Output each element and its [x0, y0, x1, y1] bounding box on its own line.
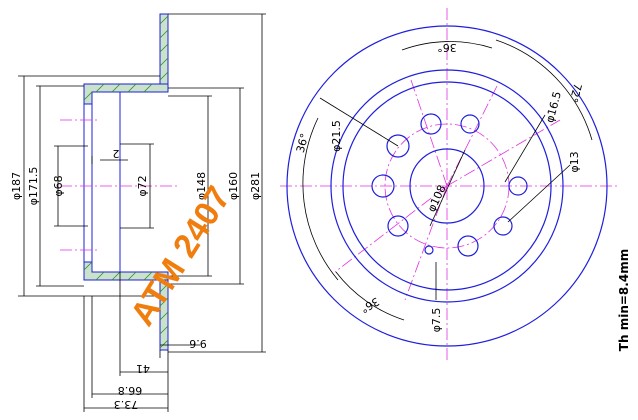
watermark-text: ATM 2407 — [123, 180, 238, 333]
dim-d187: φ187 — [10, 172, 23, 200]
dim-66-8: 66.8 — [118, 384, 143, 397]
dim-d16-5: φ16.5 — [543, 90, 564, 124]
dim-d160: φ160 — [227, 172, 240, 200]
dim-9-6: 9.6 — [189, 337, 207, 350]
bolt-hole-1 — [420, 113, 442, 135]
dim-d21-5: φ21.5 — [330, 120, 343, 152]
side-centerlines — [60, 119, 180, 251]
dim-2: 2 — [113, 147, 120, 160]
dim-d7-5: φ7.5 — [430, 308, 443, 333]
dim-d108: φ108 — [425, 183, 449, 214]
dim-d171-5: φ171.5 — [27, 167, 40, 206]
side-dimension-lines — [18, 13, 266, 412]
bolt-hole-6 — [508, 176, 528, 196]
dim-d72: φ72 — [136, 175, 149, 196]
center-bore — [409, 148, 485, 224]
front-view — [280, 8, 618, 360]
bolt-hole-2 — [460, 114, 480, 134]
angle-72: 72° — [567, 82, 585, 104]
angle-36-left: 36° — [294, 132, 312, 154]
front-dimension-lines — [302, 39, 593, 321]
thickness-note: Th min=8.4mm — [617, 249, 631, 351]
dim-d68: φ68 — [52, 175, 65, 196]
side-section-view — [18, 13, 266, 412]
pin-hole — [424, 245, 434, 255]
dim-41: 41 — [136, 362, 150, 375]
angle-36-top: 36° — [437, 41, 457, 54]
section-hatching — [83, 15, 169, 349]
friction-ring-inner — [330, 69, 564, 303]
dim-73-3: 73.3 — [114, 398, 139, 411]
disc-circles — [286, 25, 608, 347]
bolt-hole-3 — [386, 134, 410, 158]
front-centerlines — [280, 8, 618, 360]
bolt-hole-5 — [387, 215, 409, 237]
dim-d13: φ13 — [568, 151, 581, 172]
bolt-hole-4 — [371, 174, 395, 198]
dim-d281: φ281 — [249, 172, 262, 200]
hat-edge — [342, 81, 552, 291]
bolt-hole-7 — [493, 216, 513, 236]
bolt-hole-8 — [457, 235, 479, 257]
dim-d148: φ148 — [195, 172, 208, 200]
outer-rim — [286, 25, 608, 347]
